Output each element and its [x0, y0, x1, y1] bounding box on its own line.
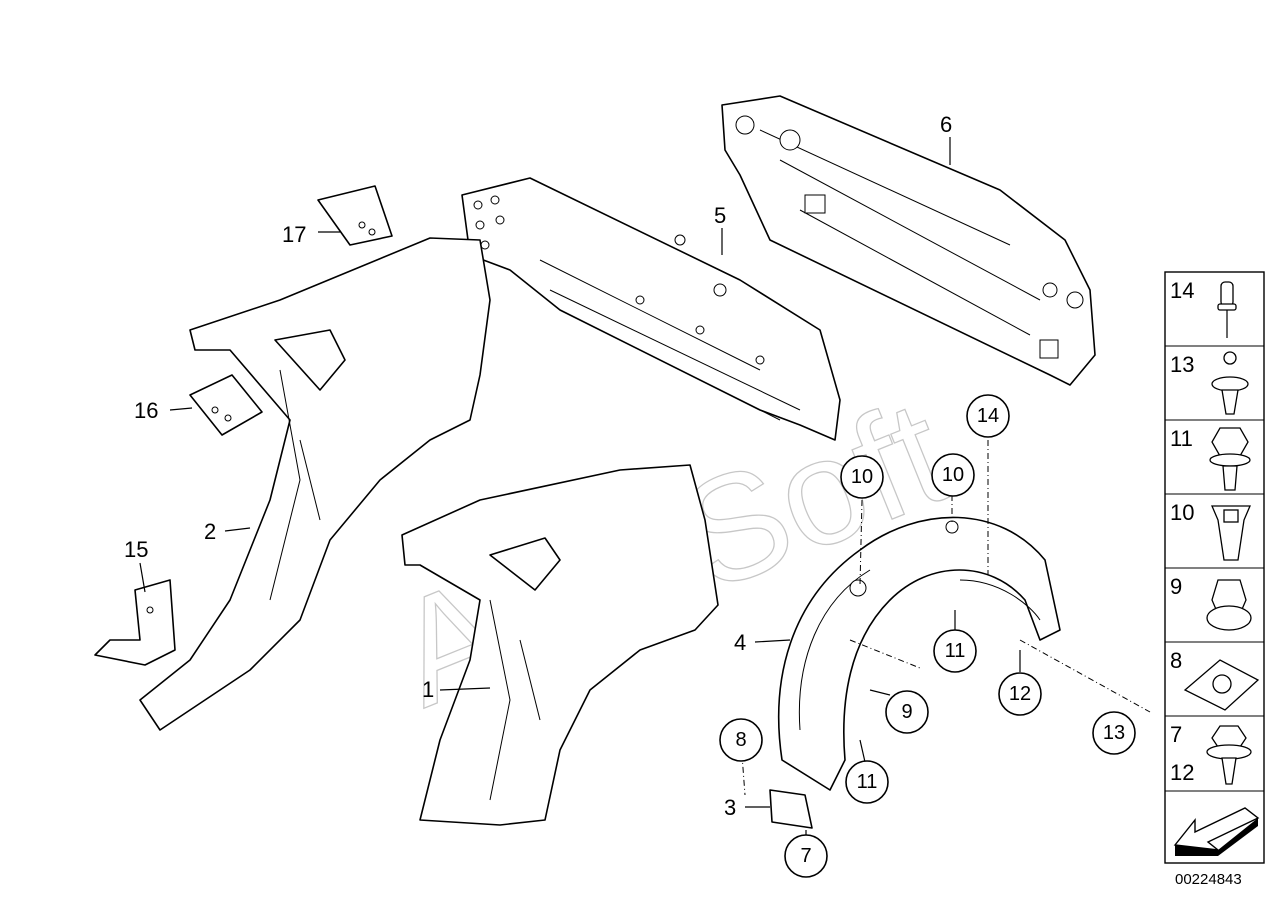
svg-text:10: 10: [851, 466, 873, 488]
callout-2: 2: [204, 519, 216, 544]
svg-text:7: 7: [1170, 722, 1182, 747]
legend-row-13: 13: [1170, 351, 1249, 415]
svg-text:11: 11: [857, 771, 878, 793]
circled-callout-9: 9: [885, 690, 929, 734]
circled-callout-11-a: 11: [933, 629, 977, 673]
svg-text:10: 10: [1170, 500, 1194, 525]
callout-1: 1: [422, 677, 434, 702]
callout-16: 16: [134, 398, 158, 423]
hex-bolt-icon: [1209, 427, 1251, 491]
svg-text:11: 11: [1170, 426, 1193, 451]
part-1-side-panel[interactable]: [401, 464, 719, 826]
svg-text:8: 8: [1170, 648, 1182, 673]
circled-callout-11-b: 11: [845, 760, 889, 804]
callout-5: 5: [714, 203, 726, 228]
svg-text:7: 7: [800, 845, 811, 867]
circled-callout-7: 7: [784, 834, 828, 878]
direction-arrow-icon: [1173, 807, 1260, 856]
svg-text:9: 9: [1170, 574, 1182, 599]
circled-callout-12: 12: [998, 672, 1042, 716]
part-15-bracket[interactable]: [94, 579, 176, 666]
diagram-id: 00224843: [1175, 871, 1242, 888]
rivet-icon: [1217, 281, 1237, 338]
part-6-rear-panel[interactable]: [721, 95, 1096, 386]
circled-callout-10-b: 10: [931, 453, 975, 497]
circled-callout-8: 8: [719, 718, 763, 762]
fastener-legend: 14 13 11 10: [1164, 271, 1265, 864]
callout-15: 15: [124, 537, 148, 562]
part-4-wheel-arch-liner[interactable]: [777, 516, 1061, 791]
expanding-rivet-icon: [1211, 351, 1249, 415]
legend-row-7-12: 7 12: [1170, 722, 1252, 785]
part-2-side-panel[interactable]: [139, 237, 491, 731]
part-3-mud-flap[interactable]: [769, 789, 813, 829]
callout-6: 6: [940, 112, 952, 137]
part-5-cross-member[interactable]: [461, 177, 841, 441]
svg-text:9: 9: [901, 701, 912, 723]
callout-17: 17: [282, 222, 306, 247]
svg-text:11: 11: [945, 640, 966, 662]
svg-text:10: 10: [942, 464, 964, 486]
legend-row-10: 10: [1170, 500, 1251, 561]
clip-nut-icon: [1183, 659, 1260, 711]
legend-row-8: 8: [1170, 648, 1260, 711]
svg-text:13: 13: [1103, 722, 1125, 744]
expanding-nut-icon: [1211, 505, 1251, 561]
legend-row-9: 9: [1170, 574, 1252, 631]
svg-text:8: 8: [735, 729, 746, 751]
legend-row-11: 11: [1170, 426, 1251, 491]
part-16-bracket[interactable]: [189, 374, 263, 436]
svg-text:14: 14: [1170, 278, 1194, 303]
part-17-bracket[interactable]: [317, 185, 393, 246]
circled-callout-10-a: 10: [840, 455, 884, 499]
callout-3: 3: [724, 795, 736, 820]
callout-4: 4: [734, 630, 746, 655]
svg-text:12: 12: [1009, 683, 1031, 705]
svg-text:13: 13: [1170, 352, 1194, 377]
flange-screw-icon: [1206, 725, 1252, 785]
hex-nut-icon: [1206, 579, 1252, 631]
svg-text:12: 12: [1170, 760, 1194, 785]
circled-callout-14: 14: [966, 394, 1010, 438]
leader-lines: [139, 137, 1151, 835]
legend-row-14: 14: [1170, 278, 1237, 338]
svg-text:14: 14: [977, 405, 999, 427]
circled-callout-13: 13: [1092, 711, 1136, 755]
